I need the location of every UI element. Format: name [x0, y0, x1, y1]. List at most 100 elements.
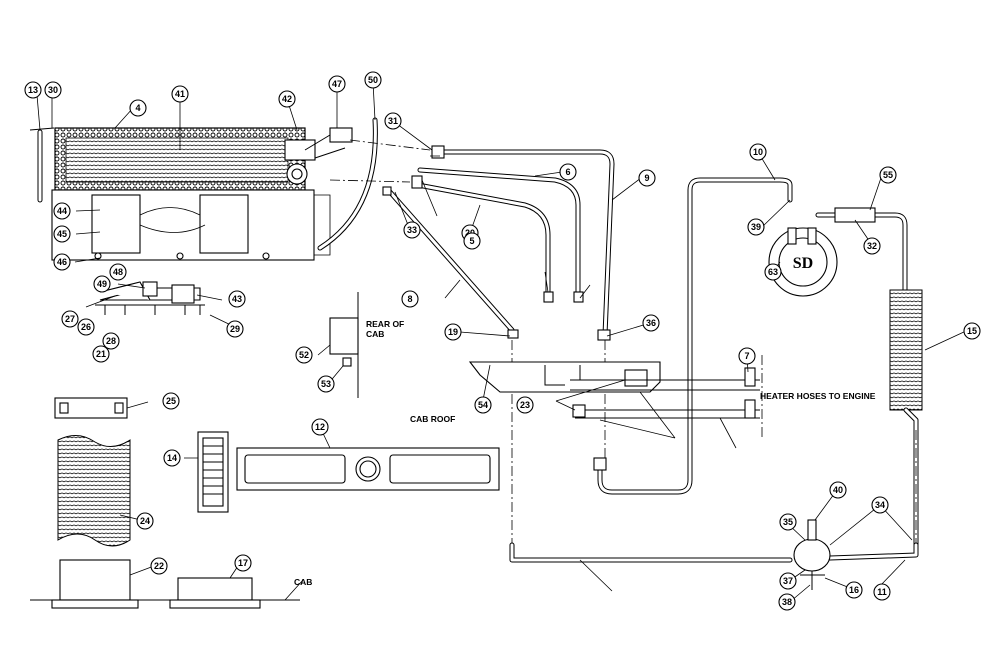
callout-13: 13 [24, 81, 42, 99]
callout-22: 22 [150, 557, 168, 575]
callout-number: 12 [315, 422, 325, 432]
callout-number: 45 [57, 229, 67, 239]
callout-63: 63 [764, 263, 782, 281]
callout-number: 42 [282, 94, 292, 104]
expansion-valve-block [284, 127, 353, 185]
cab-floor [30, 559, 300, 609]
callout-number: 43 [232, 294, 242, 304]
callout-number: 19 [448, 327, 458, 337]
callout-24: 24 [136, 512, 154, 530]
callout-number: 4 [135, 103, 140, 113]
callout-31: 31 [384, 112, 402, 130]
rear-of-cab-bracket [329, 292, 359, 398]
callout-number: 16 [849, 585, 859, 595]
callout-9: 9 [638, 169, 656, 187]
callout-34: 34 [871, 496, 889, 514]
callout-number: 28 [106, 336, 116, 346]
callout-7: 7 [738, 347, 756, 365]
callout-number: 29 [230, 324, 240, 334]
callout-number: 33 [407, 225, 417, 235]
callout-26: 26 [77, 318, 95, 336]
callout-number: 34 [875, 500, 885, 510]
callout-number: 30 [48, 85, 58, 95]
callout-53: 53 [317, 375, 335, 393]
callout-number: 41 [175, 89, 185, 99]
callout-49: 49 [93, 275, 111, 293]
callout-number: 25 [166, 396, 176, 406]
callout-8: 8 [401, 290, 419, 308]
callout-30: 30 [44, 81, 62, 99]
callout-number: 6 [565, 167, 570, 177]
callout-25: 25 [162, 392, 180, 410]
callout-number: 21 [96, 349, 106, 359]
callout-number: 11 [877, 587, 887, 597]
callout-44: 44 [53, 202, 71, 220]
callout-50: 50 [364, 71, 382, 89]
refrigerant-hoses [382, 145, 615, 341]
callout-52: 52 [295, 346, 313, 364]
evaporator-core-assembly [29, 127, 331, 261]
callout-number: 36 [646, 318, 656, 328]
callout-number: 32 [867, 241, 877, 251]
callout-number: 27 [65, 314, 75, 324]
callout-number: 17 [238, 558, 248, 568]
blower-assembly [95, 281, 205, 315]
callout-number: 7 [744, 351, 749, 361]
callout-28: 28 [102, 332, 120, 350]
callout-11: 11 [873, 583, 891, 601]
cab-roof-label: CAB ROOF [410, 414, 455, 424]
cab-label: CAB [294, 577, 312, 587]
callout-number: 44 [57, 206, 67, 216]
callout-17: 17 [234, 554, 252, 572]
callout-number: 5 [469, 236, 474, 246]
callout-number: 39 [751, 222, 761, 232]
callout-54: 54 [474, 396, 492, 414]
callout-number: 63 [768, 267, 778, 277]
callout-number: 8 [407, 294, 412, 304]
callout-number: 37 [783, 576, 793, 586]
callout-number: 38 [782, 597, 792, 607]
callout-number: 13 [28, 85, 38, 95]
callout-14: 14 [163, 449, 181, 467]
callout-number: 9 [644, 173, 649, 183]
callout-46: 46 [53, 253, 71, 271]
receiver-drier [793, 519, 831, 590]
callout-29: 29 [226, 320, 244, 338]
callout-number: 10 [753, 147, 763, 157]
callout-number: 50 [368, 75, 378, 85]
callout-23: 23 [516, 396, 534, 414]
callout-number: 26 [81, 322, 91, 332]
callout-number: 23 [520, 400, 530, 410]
callout-36: 36 [642, 314, 660, 332]
callout-35: 35 [779, 513, 797, 531]
callout-38: 38 [778, 593, 796, 611]
callout-21: 21 [92, 345, 110, 363]
callout-16: 16 [845, 581, 863, 599]
callout-41: 41 [171, 85, 189, 103]
cab-roof-panel [468, 355, 763, 440]
callout-number: 24 [140, 516, 150, 526]
air-filter [57, 435, 131, 547]
callout-number: 40 [833, 485, 843, 495]
callout-5: 5 [463, 232, 481, 250]
callout-19: 19 [444, 323, 462, 341]
callout-40: 40 [829, 481, 847, 499]
callout-43: 43 [228, 290, 246, 308]
callout-4: 4 [129, 99, 147, 117]
callout-number: 35 [783, 517, 793, 527]
callout-47: 47 [328, 75, 346, 93]
callout-48: 48 [109, 263, 127, 281]
heater-hoses-label: HEATER HOSES TO ENGINE [760, 391, 876, 401]
callout-45: 45 [53, 225, 71, 243]
callout-12: 12 [311, 418, 329, 436]
hose-11 [509, 542, 793, 563]
callout-number: 55 [883, 170, 893, 180]
callout-27: 27 [61, 310, 79, 328]
callout-number: 31 [388, 116, 398, 126]
condenser [889, 289, 923, 411]
callout-33: 33 [403, 221, 421, 239]
callout-number: 46 [57, 257, 67, 267]
callout-number: 22 [154, 561, 164, 571]
